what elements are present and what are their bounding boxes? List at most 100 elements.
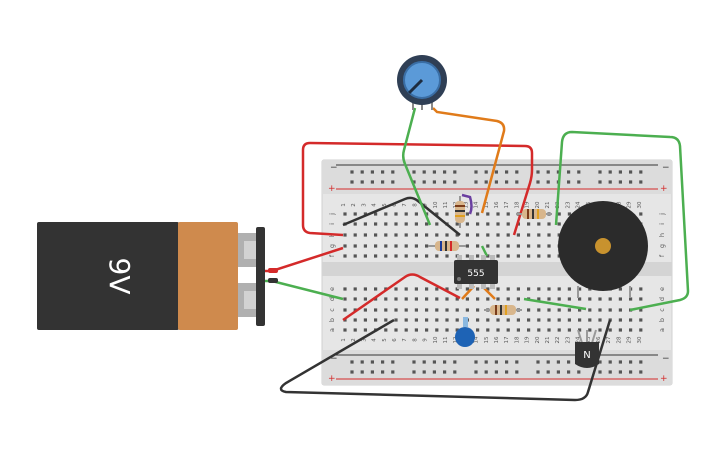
breadboard-hole[interactable] bbox=[537, 308, 541, 312]
breadboard-hole[interactable] bbox=[537, 287, 541, 291]
breadboard-hole[interactable] bbox=[353, 233, 357, 237]
wire-red-lower[interactable] bbox=[342, 273, 461, 322]
breadboard-hole[interactable] bbox=[445, 308, 449, 312]
resistor-vertical[interactable] bbox=[455, 196, 465, 228]
breadboard-hole[interactable] bbox=[567, 328, 571, 332]
breadboard-hole[interactable] bbox=[384, 297, 388, 301]
breadboard-hole[interactable] bbox=[618, 180, 622, 184]
wire-red-top-loop[interactable] bbox=[301, 141, 534, 237]
breadboard-hole[interactable] bbox=[618, 318, 622, 322]
breadboard-hole[interactable] bbox=[384, 212, 388, 216]
breadboard-hole[interactable] bbox=[486, 297, 490, 301]
breadboard-hole[interactable] bbox=[556, 370, 560, 374]
breadboard-hole[interactable] bbox=[465, 244, 469, 248]
chip-555[interactable]: 555 bbox=[454, 255, 498, 289]
breadboard-hole[interactable] bbox=[484, 360, 488, 364]
breadboard-hole[interactable] bbox=[476, 222, 480, 226]
breadboard-hole[interactable] bbox=[506, 233, 510, 237]
breadboard-hole[interactable] bbox=[412, 360, 416, 364]
breadboard-hole[interactable] bbox=[496, 222, 500, 226]
breadboard-hole[interactable] bbox=[505, 360, 509, 364]
breadboard-hole[interactable] bbox=[496, 297, 500, 301]
breadboard-hole[interactable] bbox=[639, 180, 643, 184]
breadboard-hole[interactable] bbox=[618, 360, 622, 364]
breadboard-hole[interactable] bbox=[505, 180, 509, 184]
breadboard-hole[interactable] bbox=[425, 233, 429, 237]
breadboard-hole[interactable] bbox=[598, 318, 602, 322]
breadboard-hole[interactable] bbox=[343, 297, 347, 301]
breadboard-hole[interactable] bbox=[394, 328, 398, 332]
breadboard-hole[interactable] bbox=[536, 360, 540, 364]
breadboard-hole[interactable] bbox=[496, 212, 500, 216]
breadboard-hole[interactable] bbox=[353, 308, 357, 312]
breadboard-hole[interactable] bbox=[414, 254, 418, 258]
breadboard-hole[interactable] bbox=[557, 297, 561, 301]
breadboard-hole[interactable] bbox=[465, 222, 469, 226]
breadboard-hole[interactable] bbox=[404, 308, 408, 312]
breadboard-hole[interactable] bbox=[557, 233, 561, 237]
breadboard-hole[interactable] bbox=[353, 212, 357, 216]
breadboard-hole[interactable] bbox=[381, 170, 385, 174]
breadboard-hole[interactable] bbox=[547, 297, 551, 301]
breadboard-hole[interactable] bbox=[557, 212, 561, 216]
wire-green-transistor[interactable] bbox=[523, 297, 587, 311]
breadboard-hole[interactable] bbox=[506, 318, 510, 322]
breadboard-hole[interactable] bbox=[404, 233, 408, 237]
breadboard-hole[interactable] bbox=[567, 212, 571, 216]
breadboard-hole[interactable] bbox=[425, 328, 429, 332]
breadboard-hole[interactable] bbox=[527, 233, 531, 237]
breadboard-hole[interactable] bbox=[557, 222, 561, 226]
battery-9v[interactable]: 9V bbox=[37, 222, 265, 330]
breadboard-hole[interactable] bbox=[455, 233, 459, 237]
breadboard-hole[interactable] bbox=[484, 180, 488, 184]
breadboard-hole[interactable] bbox=[404, 212, 408, 216]
breadboard-hole[interactable] bbox=[370, 360, 374, 364]
breadboard-hole[interactable] bbox=[432, 180, 436, 184]
breadboard-hole[interactable] bbox=[435, 222, 439, 226]
breadboard-hole[interactable] bbox=[445, 297, 449, 301]
breadboard-hole[interactable] bbox=[476, 318, 480, 322]
breadboard-hole[interactable] bbox=[516, 244, 520, 248]
breadboard-hole[interactable] bbox=[443, 360, 447, 364]
breadboard-hole[interactable] bbox=[536, 170, 540, 174]
breadboard-hole[interactable] bbox=[567, 170, 571, 174]
breadboard-hole[interactable] bbox=[474, 360, 478, 364]
breadboard-hole[interactable] bbox=[465, 254, 469, 258]
breadboard-hole[interactable] bbox=[465, 308, 469, 312]
breadboard-hole[interactable] bbox=[360, 180, 364, 184]
breadboard-hole[interactable] bbox=[516, 254, 520, 258]
breadboard-hole[interactable] bbox=[629, 180, 633, 184]
breadboard-hole[interactable] bbox=[515, 360, 519, 364]
breadboard-hole[interactable] bbox=[474, 180, 478, 184]
breadboard-hole[interactable] bbox=[608, 360, 612, 364]
breadboard-hole[interactable] bbox=[435, 328, 439, 332]
breadboard-hole[interactable] bbox=[391, 170, 395, 174]
breadboard-hole[interactable] bbox=[384, 308, 388, 312]
breadboard-hole[interactable] bbox=[422, 180, 426, 184]
breadboard-hole[interactable] bbox=[527, 244, 531, 248]
breadboard-hole[interactable] bbox=[486, 212, 490, 216]
breadboard-hole[interactable] bbox=[515, 370, 519, 374]
breadboard-hole[interactable] bbox=[435, 254, 439, 258]
breadboard-hole[interactable] bbox=[608, 308, 612, 312]
breadboard-hole[interactable] bbox=[537, 328, 541, 332]
breadboard-hole[interactable] bbox=[394, 287, 398, 291]
breadboard-hole[interactable] bbox=[618, 308, 622, 312]
breadboard-hole[interactable] bbox=[353, 287, 357, 291]
breadboard-hole[interactable] bbox=[414, 287, 418, 291]
breadboard-hole[interactable] bbox=[384, 222, 388, 226]
breadboard-hole[interactable] bbox=[506, 297, 510, 301]
breadboard-hole[interactable] bbox=[557, 287, 561, 291]
breadboard-hole[interactable] bbox=[527, 328, 531, 332]
breadboard-hole[interactable] bbox=[425, 318, 429, 322]
breadboard-hole[interactable] bbox=[486, 254, 490, 258]
breadboard-hole[interactable] bbox=[350, 180, 354, 184]
breadboard-hole[interactable] bbox=[557, 328, 561, 332]
breadboard-hole[interactable] bbox=[353, 328, 357, 332]
breadboard-hole[interactable] bbox=[360, 170, 364, 174]
breadboard-hole[interactable] bbox=[527, 287, 531, 291]
wire-orange-pot[interactable] bbox=[432, 107, 506, 214]
breadboard-hole[interactable] bbox=[629, 370, 633, 374]
breadboard-hole[interactable] bbox=[394, 222, 398, 226]
breadboard-hole[interactable] bbox=[432, 360, 436, 364]
